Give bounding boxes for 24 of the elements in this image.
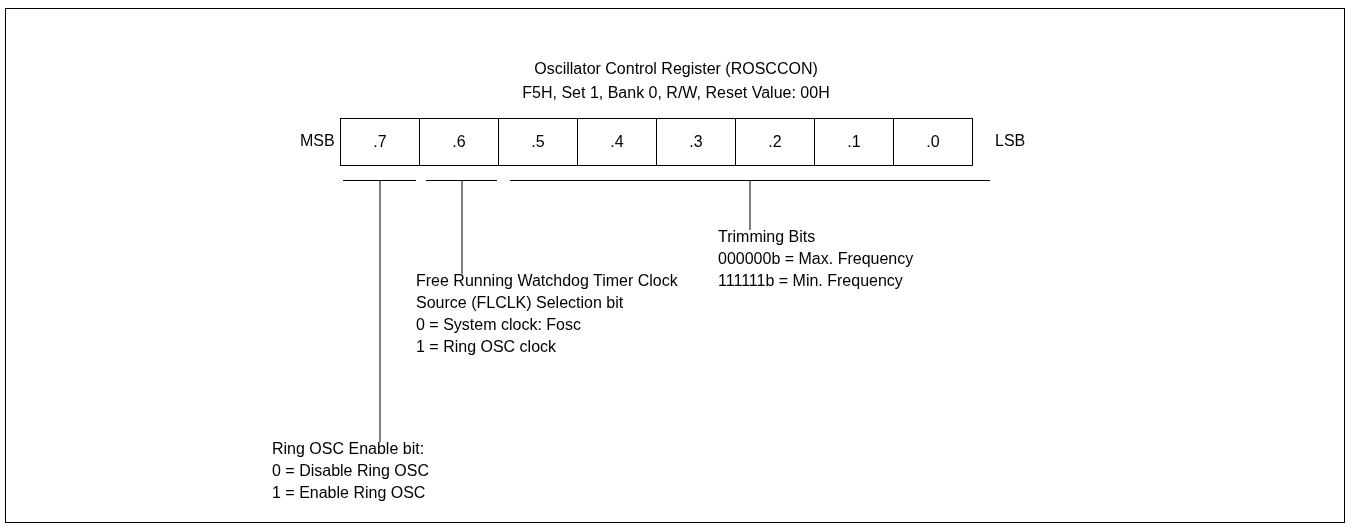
bit-cell: .3 xyxy=(656,118,736,166)
subtitle: F5H, Set 1, Bank 0, R/W, Reset Value: 00H xyxy=(521,84,831,102)
bit-cell: .2 xyxy=(735,118,815,166)
bit-cell: .4 xyxy=(577,118,657,166)
value-description: 111111b = Min. Frequency xyxy=(718,271,903,291)
bit-cell: .7 xyxy=(340,118,420,166)
value-description: 000000b = Max. Frequency xyxy=(718,249,914,269)
bit-cell: .6 xyxy=(419,118,499,166)
title: Oscillator Control Register (ROSCCON) xyxy=(533,60,819,78)
bit-cell: .5 xyxy=(498,118,578,166)
bit-order-label: MSB xyxy=(300,132,335,150)
field-heading: Free Running Watchdog Timer Clock Source (FLCLK) Selection bit xyxy=(416,271,679,313)
value-description: 0 = System clock: Fosc xyxy=(416,315,581,335)
field-heading: Ring OSC Enable bit: xyxy=(272,439,425,459)
leader-line xyxy=(461,180,463,275)
value-description: 1 = Ring OSC clock xyxy=(416,337,557,357)
field-heading: Trimming Bits xyxy=(718,227,816,247)
leader-line xyxy=(379,180,381,443)
bit-cell: .0 xyxy=(893,118,973,166)
value-description: 0 = Disable Ring OSC xyxy=(272,461,429,481)
bit-cell: .1 xyxy=(814,118,894,166)
leader-line xyxy=(749,180,751,231)
value-description: 1 = Enable Ring OSC xyxy=(272,483,426,503)
bit-order-label: LSB xyxy=(995,132,1026,150)
